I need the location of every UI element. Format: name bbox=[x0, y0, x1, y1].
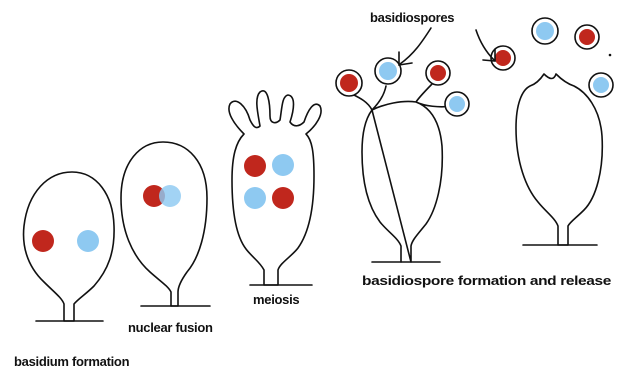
red-spore bbox=[430, 65, 446, 81]
red-spore bbox=[495, 50, 511, 66]
stage-spore-release bbox=[491, 18, 613, 245]
label-basidium-formation: basidium formation bbox=[14, 354, 130, 369]
arrow-left bbox=[400, 28, 431, 64]
blue-nucleus bbox=[272, 154, 294, 176]
red-nucleus bbox=[32, 230, 54, 252]
blue-spore bbox=[449, 96, 465, 112]
empty-basidium-cell bbox=[516, 74, 602, 245]
red-nucleus bbox=[244, 155, 266, 177]
stage-meiosis bbox=[229, 91, 321, 285]
basidiospore-arrows bbox=[399, 28, 495, 65]
debris-dot bbox=[609, 54, 612, 57]
basidium-cell-with-sterigmata bbox=[229, 91, 321, 285]
stage-basidium-formation bbox=[24, 172, 115, 321]
red-spore bbox=[340, 74, 358, 92]
label-meiosis: meiosis bbox=[253, 292, 299, 307]
label-nuclear-fusion: nuclear fusion bbox=[128, 320, 213, 335]
blue-nucleus bbox=[77, 230, 99, 252]
blue-spore bbox=[593, 77, 609, 93]
basidium-cell bbox=[121, 142, 207, 306]
red-spore bbox=[579, 29, 595, 45]
stage-nuclear-fusion bbox=[121, 142, 210, 306]
blue-nucleus bbox=[244, 187, 266, 209]
blue-nucleus bbox=[159, 185, 181, 207]
blue-spore bbox=[536, 22, 554, 40]
stage-basidiospore-formation bbox=[336, 58, 469, 262]
blue-spore bbox=[379, 62, 397, 80]
label-spore-formation-release: basidiospore formation and release bbox=[362, 273, 611, 288]
basidium-cell-with-sterigmata bbox=[352, 80, 452, 262]
red-nucleus bbox=[272, 187, 294, 209]
label-basidiospores: basidiospores bbox=[370, 10, 454, 25]
